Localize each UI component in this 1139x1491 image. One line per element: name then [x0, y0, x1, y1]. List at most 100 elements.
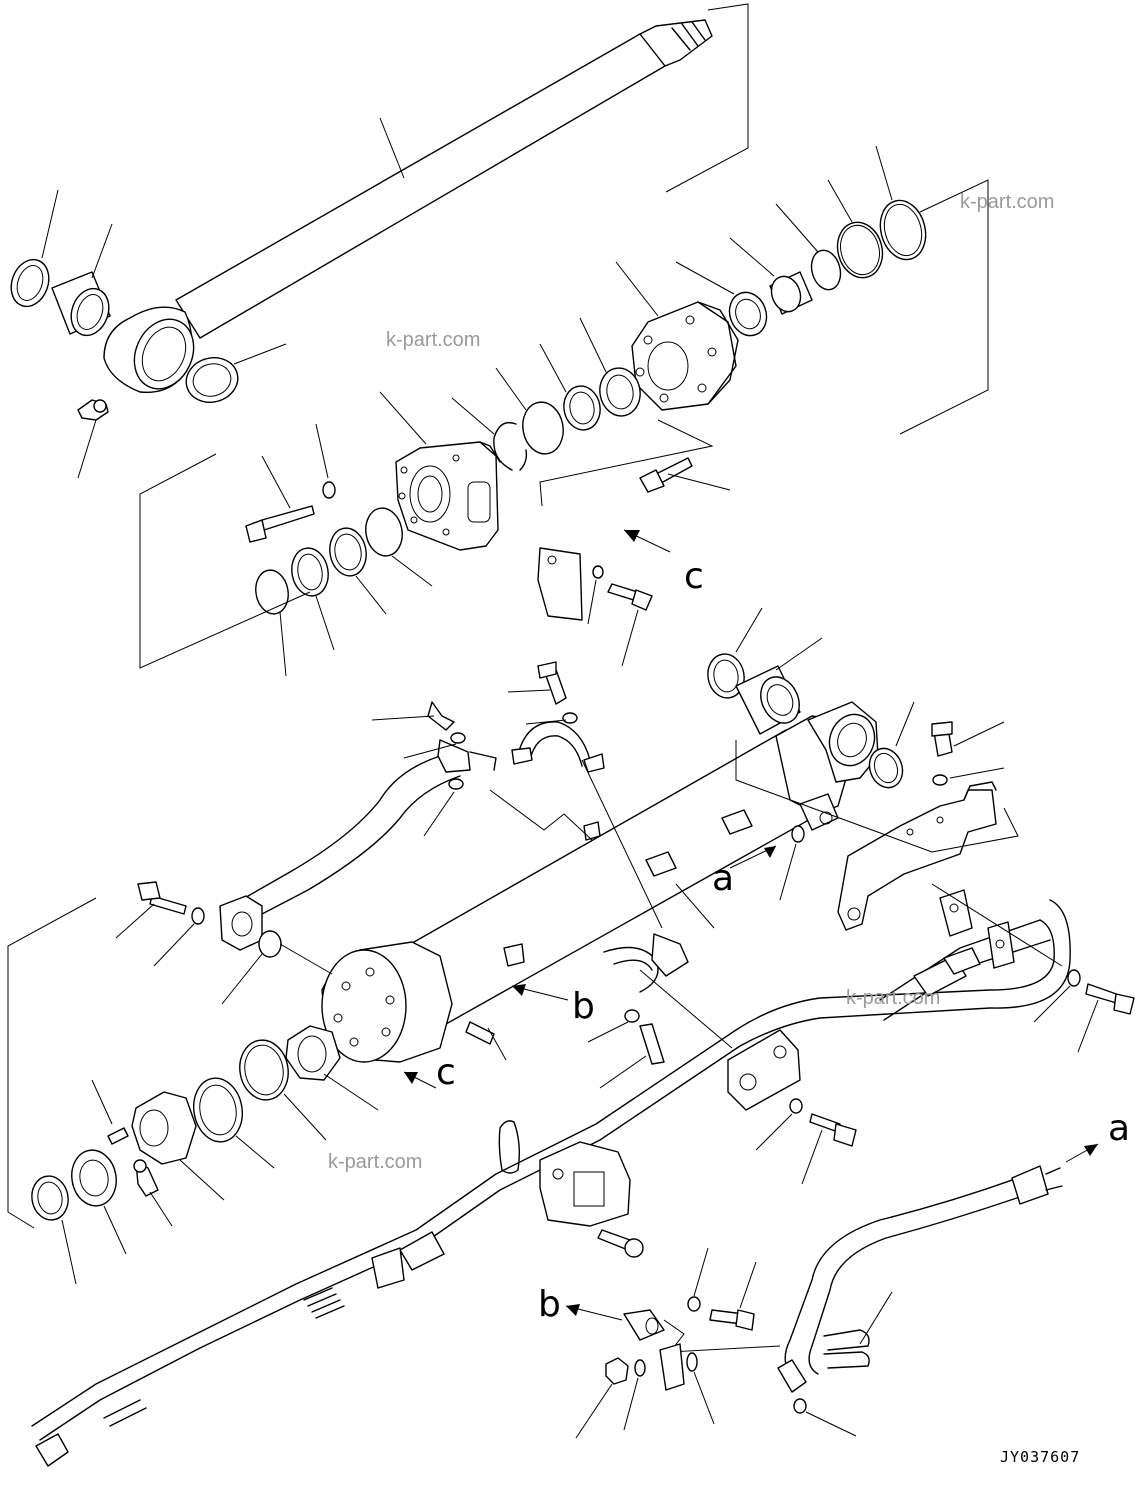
set-pin[interactable] — [107, 1127, 129, 1145]
clip-nut[interactable] — [605, 1357, 629, 1385]
clip-washer-2[interactable] — [634, 1359, 646, 1377]
flange-bolt-left[interactable] — [137, 881, 187, 915]
flange-block-left[interactable] — [219, 895, 263, 951]
flange-washer-left[interactable] — [191, 907, 205, 925]
clamp-bolt-right[interactable] — [931, 721, 953, 757]
piston-cushion-ring[interactable] — [724, 287, 773, 341]
hose-clamp-mid[interactable] — [603, 933, 689, 993]
clamp-washer-upper[interactable] — [450, 732, 466, 744]
tube-clamp-washer[interactable] — [562, 712, 578, 724]
center-washer[interactable] — [789, 1098, 803, 1114]
callout-c-lower: c — [403, 1052, 456, 1093]
hose-o-ring-lower[interactable] — [793, 1398, 807, 1414]
tube-clamp-bolt[interactable] — [537, 661, 567, 705]
piston[interactable] — [631, 301, 739, 411]
stopper-ring[interactable] — [807, 247, 844, 293]
rod-eye-seal[interactable] — [5, 254, 55, 311]
clip-lock-washer[interactable] — [686, 1352, 698, 1372]
rod-eye-bushing[interactable] — [51, 271, 115, 341]
hose-fitting-lower-2[interactable] — [371, 1247, 405, 1289]
tube-clamp[interactable] — [511, 721, 605, 773]
connector-block[interactable] — [539, 1141, 631, 1227]
callout-b-lower: b — [538, 1284, 623, 1325]
connector-bolt[interactable] — [597, 1229, 644, 1258]
clip-bolt[interactable] — [709, 1309, 755, 1331]
hose-end-fitting[interactable] — [35, 1399, 147, 1467]
flange-washer-right[interactable] — [1067, 969, 1081, 987]
buffer-ring[interactable] — [362, 505, 406, 559]
center-bolt[interactable] — [809, 1113, 857, 1147]
rod-seal-ring-2[interactable] — [189, 1074, 247, 1145]
hose-bracket-right[interactable] — [837, 781, 997, 931]
cylinder-head[interactable] — [395, 441, 501, 551]
hose-clip[interactable] — [623, 1309, 665, 1341]
piston-backup-ring[interactable] — [519, 399, 567, 457]
tube-spacer-2[interactable] — [645, 851, 677, 877]
hose-fitting-right[interactable] — [913, 947, 981, 997]
hose-fitting-bottom-right[interactable] — [777, 1359, 807, 1393]
piston-snap-ring[interactable] — [493, 421, 528, 471]
head-bolt[interactable] — [245, 505, 315, 543]
rod-seal-ring-1[interactable] — [235, 1036, 293, 1103]
label-c-lower: c — [436, 1052, 456, 1093]
cylinder-bottom[interactable] — [321, 941, 453, 1063]
dowel-pin[interactable] — [465, 1021, 495, 1045]
label-c-upper: c — [684, 556, 704, 597]
hose-fitting-center[interactable] — [727, 1029, 801, 1111]
hose-line-upper[interactable] — [247, 755, 461, 915]
head-washer[interactable] — [322, 481, 336, 499]
hose-o-ring-upper[interactable] — [448, 778, 464, 790]
lock-plate[interactable] — [28, 1173, 71, 1223]
piston-nut-body[interactable] — [131, 1091, 197, 1165]
cushion-bushing[interactable] — [767, 271, 813, 316]
clip-washer[interactable] — [687, 1296, 701, 1312]
piston-rod[interactable] — [103, 19, 713, 398]
stop-ring[interactable] — [67, 1147, 120, 1210]
label-b-lower: b — [538, 1284, 561, 1325]
drawing-code: JY037607 — [1000, 1448, 1080, 1466]
hose-line-right[interactable] — [784, 1165, 1063, 1381]
hose-clamp-washer-mid[interactable] — [624, 1009, 640, 1023]
head-o-ring[interactable] — [252, 568, 291, 617]
hose-fitting-lower-1[interactable] — [399, 1231, 445, 1271]
head-plate[interactable] — [537, 547, 583, 621]
clamp-washer-right[interactable] — [932, 774, 948, 786]
callout-c-upper: c — [623, 529, 704, 597]
tube-eye-bushing[interactable] — [735, 665, 806, 735]
plate-bolt[interactable] — [607, 583, 653, 611]
hose-clamp-bolt-mid[interactable] — [639, 1023, 665, 1065]
tube-spacer-1[interactable] — [721, 809, 753, 835]
rod-nut[interactable] — [285, 1025, 341, 1081]
lock-screw[interactable] — [133, 1159, 159, 1197]
tube-o-ring[interactable] — [791, 825, 805, 843]
clamp-bolt-upper[interactable] — [427, 701, 455, 731]
cylinder-tube[interactable] — [399, 701, 882, 1025]
hose-spring-guard[interactable] — [303, 1287, 345, 1319]
tube-eye-seal-left[interactable] — [704, 651, 747, 701]
grease-fitting[interactable] — [77, 399, 109, 421]
piston-nut-ring[interactable] — [874, 195, 932, 264]
plate-washer[interactable] — [592, 565, 604, 579]
piston-wear-ring[interactable] — [596, 365, 644, 419]
clip-bracket[interactable] — [659, 1343, 685, 1391]
piston-seal[interactable] — [560, 383, 603, 433]
hose-clamp-upper[interactable] — [437, 739, 497, 773]
rod-packing[interactable] — [326, 525, 370, 579]
label-a-hose: a — [1108, 1108, 1130, 1149]
watermark-top-center: k-part.com — [386, 329, 480, 351]
tube-spacer-3[interactable] — [503, 943, 525, 967]
tube-spacer-4[interactable] — [583, 821, 601, 841]
flange-o-ring-left[interactable] — [258, 930, 282, 958]
rod-dust-seal[interactable] — [181, 352, 243, 408]
piston-o-ring[interactable] — [832, 217, 889, 282]
piston-bolt[interactable] — [639, 457, 693, 493]
u-clip[interactable] — [823, 1329, 870, 1369]
head-backup-ring[interactable] — [288, 545, 332, 599]
flange-block-right[interactable] — [939, 889, 1015, 969]
flange-bolt-right[interactable] — [1085, 983, 1135, 1015]
callout-a-hose: a — [1065, 1108, 1130, 1163]
tube-eye-seal-right[interactable] — [864, 744, 908, 793]
bottom-o-ring[interactable] — [498, 1120, 521, 1174]
hose-line-lower[interactable] — [31, 899, 1071, 1441]
